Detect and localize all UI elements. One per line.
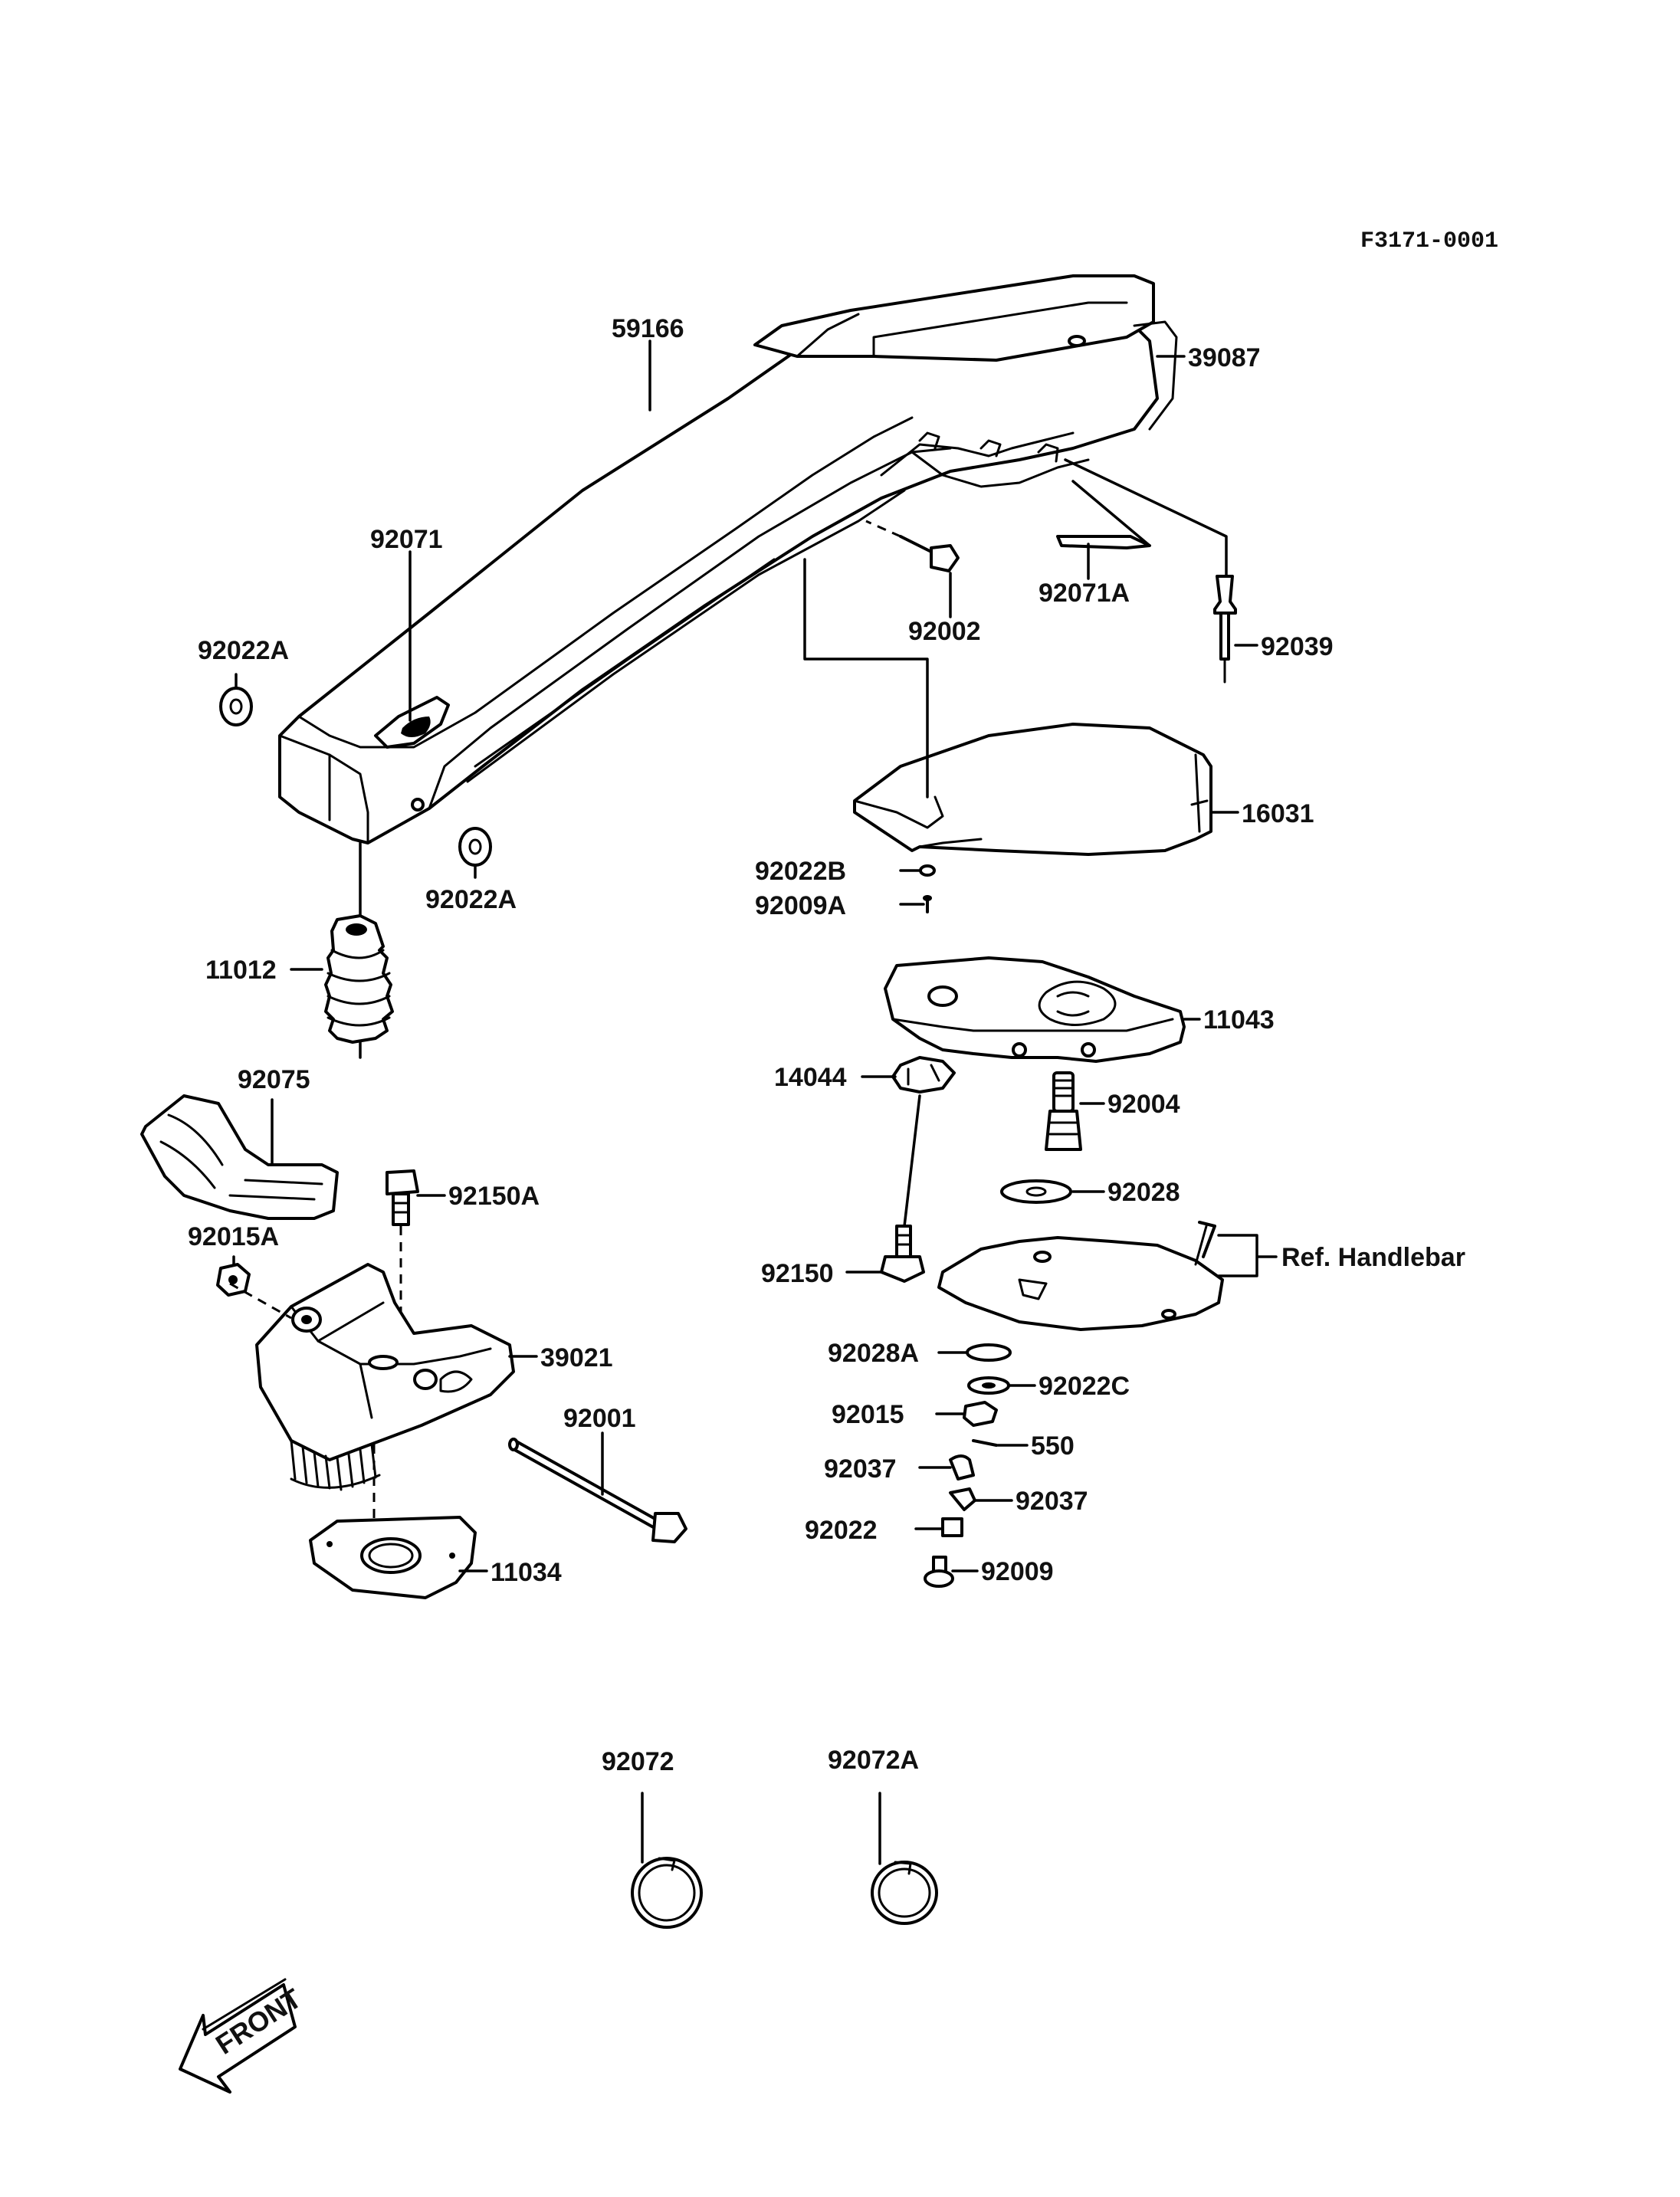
- screw-handlebar-drawing: [1194, 1221, 1216, 1266]
- bracket-39021-drawing: [255, 1263, 515, 1491]
- clip-14044-drawing: [891, 1056, 956, 1094]
- plate-11043-drawing: [884, 956, 1186, 1063]
- label-92071A: 92071A: [1039, 579, 1130, 608]
- nut-92015: [963, 1401, 998, 1427]
- screw-92009-drawing: [924, 1556, 954, 1588]
- clip-92037-a: [949, 1454, 975, 1481]
- diagram-code: F3171-0001: [1360, 228, 1498, 254]
- clip-92037-b: [949, 1487, 976, 1511]
- label-92037-b: 92037: [1016, 1487, 1088, 1516]
- latch-92071A-drawing: [1056, 480, 1151, 549]
- label-ref-handlebar: Ref. Handlebar: [1281, 1243, 1465, 1272]
- washer-92022B: [919, 864, 936, 877]
- leader-lines: [232, 339, 1278, 1865]
- washer-92028: [1000, 1179, 1072, 1204]
- label-92039: 92039: [1261, 632, 1334, 661]
- label-92015A: 92015A: [188, 1222, 279, 1251]
- label-39021: 39021: [540, 1343, 613, 1372]
- plate-11034-drawing: [309, 1516, 477, 1599]
- stud-92004-drawing: [1045, 1071, 1082, 1151]
- label-92072A: 92072A: [828, 1746, 919, 1775]
- label-14044: 14044: [774, 1063, 847, 1092]
- cover-16031-drawing: [853, 723, 1212, 856]
- rivet-92039-drawing: [1213, 575, 1237, 684]
- front-arrow: FRONT: [179, 1978, 307, 2094]
- label-92009: 92009: [981, 1557, 1054, 1586]
- label-92071: 92071: [370, 525, 443, 554]
- bolt-92150-drawing: [880, 1094, 925, 1283]
- clamp-92072-drawing: [631, 1857, 703, 1929]
- label-92028A: 92028A: [828, 1339, 919, 1368]
- bolt-92002-drawing: [865, 520, 960, 572]
- label-92022B: 92022B: [755, 857, 846, 886]
- label-92004: 92004: [1107, 1090, 1180, 1119]
- bolt-92150A-drawing: [386, 1169, 419, 1318]
- washer-92028A: [966, 1343, 1012, 1362]
- label-92022C: 92022C: [1039, 1372, 1130, 1401]
- label-92037-a: 92037: [824, 1454, 897, 1484]
- spacer-92022: [941, 1517, 963, 1537]
- grip-92075-drawing: [140, 1094, 339, 1220]
- clamp-92072A-drawing: [871, 1861, 938, 1925]
- label-11012: 11012: [205, 956, 277, 985]
- label-92022A-right: 92022A: [425, 885, 517, 914]
- label-11034: 11034: [491, 1558, 562, 1587]
- label-92072: 92072: [602, 1747, 674, 1776]
- bellows-11012-drawing: [324, 841, 394, 1059]
- label-92150A: 92150A: [448, 1182, 540, 1211]
- label-92002: 92002: [908, 617, 981, 646]
- label-550: 550: [1031, 1431, 1075, 1461]
- label-92022A-left: 92022A: [198, 636, 289, 665]
- handle-pole-cover-drawing: [278, 274, 1178, 844]
- handlebar-plate-drawing: [937, 1236, 1224, 1331]
- label-92028: 92028: [1107, 1178, 1180, 1207]
- dash-92015A: [229, 1282, 292, 1320]
- label-92022: 92022: [805, 1516, 878, 1545]
- label-92009A: 92009A: [755, 891, 846, 920]
- label-92001: 92001: [563, 1404, 636, 1433]
- label-16031: 16031: [1242, 799, 1314, 828]
- washer-92022A-right: [458, 827, 492, 867]
- pin-550: [972, 1439, 998, 1447]
- label-92150: 92150: [761, 1259, 834, 1288]
- bolt-92001-drawing: [508, 1438, 687, 1543]
- label-39087: 39087: [1188, 343, 1261, 372]
- label-92075: 92075: [238, 1065, 310, 1094]
- washer-92022A-left-hole: [229, 698, 243, 715]
- label-59166: 59166: [612, 314, 684, 343]
- washer-92022A-right-hole: [468, 838, 482, 855]
- label-11043: 11043: [1203, 1005, 1275, 1035]
- label-92015: 92015: [832, 1400, 904, 1429]
- washer-92022A-left: [219, 687, 253, 726]
